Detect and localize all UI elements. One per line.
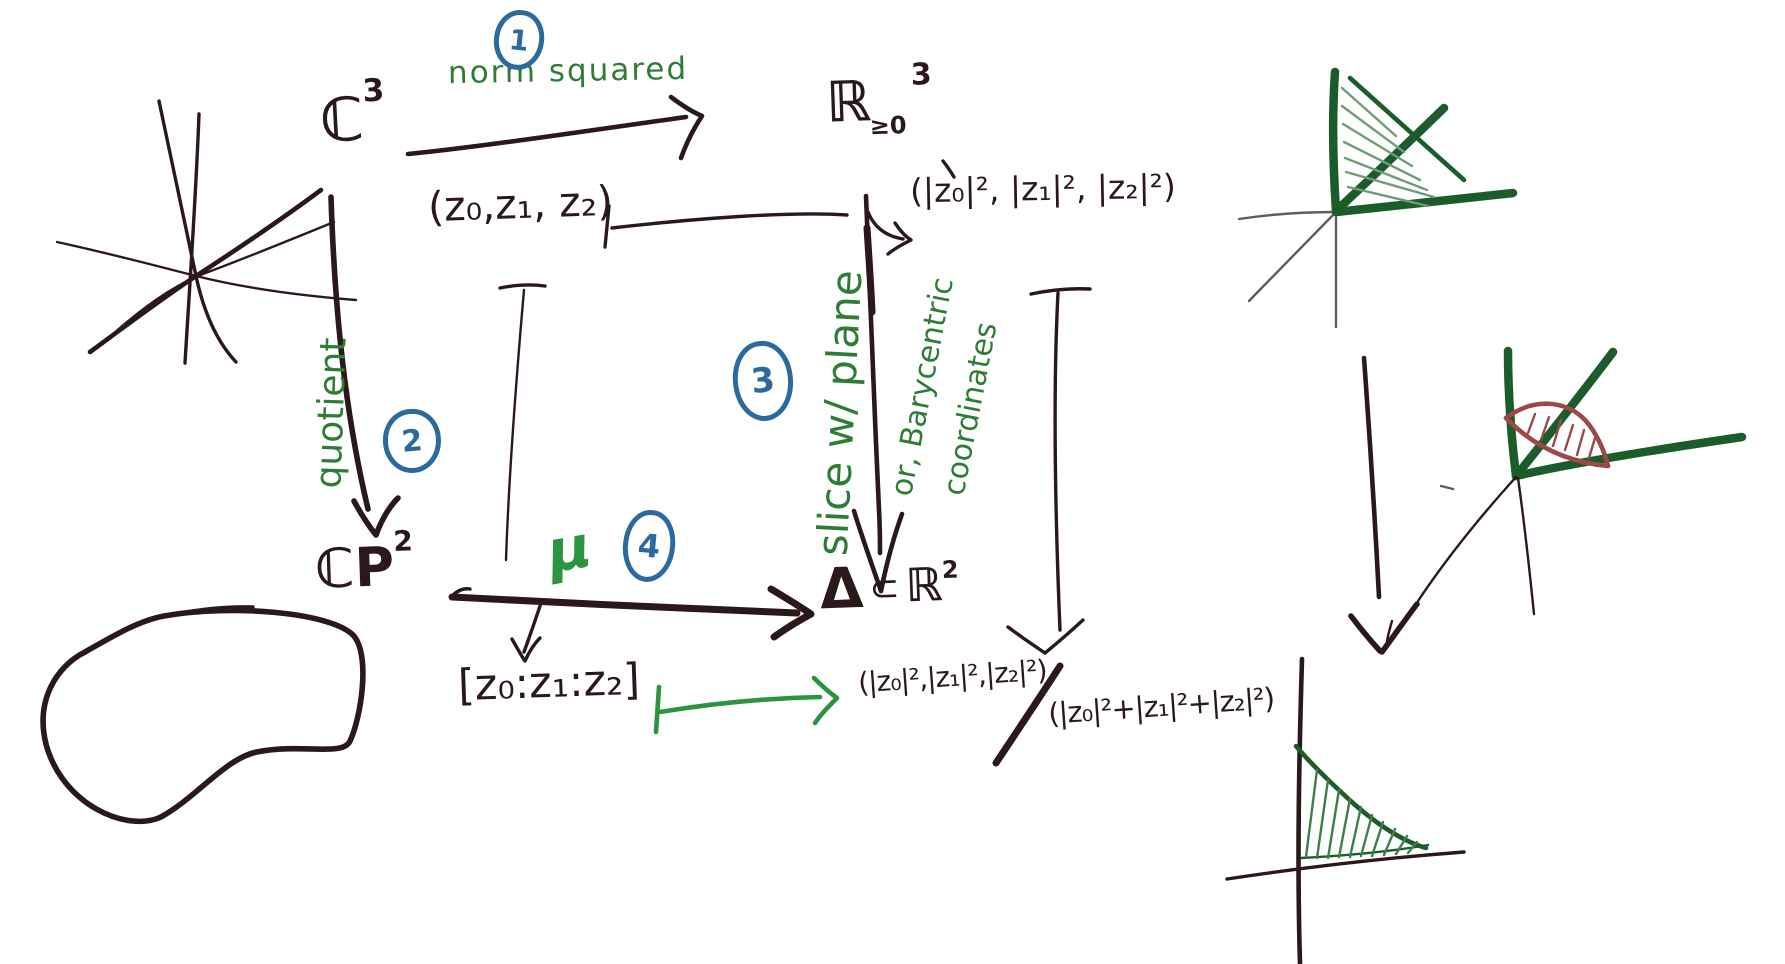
CP2-base: ℂP — [313, 534, 396, 601]
fraction-slash — [992, 662, 1064, 767]
stray-tick — [941, 159, 956, 179]
C3-exponent: 3 — [361, 72, 386, 110]
C3-base: ℂ — [318, 84, 366, 157]
arrow-slice — [851, 193, 905, 594]
node-CP2: ℂP2 — [314, 524, 415, 601]
arrow-big-down — [1348, 355, 1420, 655]
R3-base: ℝ — [824, 69, 872, 136]
arrow-tuple-mapsto — [603, 204, 913, 256]
R2-base: ℝ — [904, 557, 944, 613]
sketch-simplex — [1225, 656, 1466, 964]
arrow-quotient — [328, 194, 401, 538]
node-delta-in-R2: Δ⊂ℝ2 — [818, 555, 960, 623]
sketch-octant-cone — [1237, 67, 1518, 329]
R2-exponent: 2 — [941, 555, 959, 585]
sketch-blob — [40, 605, 366, 825]
subset-symbol: ⊂ — [868, 567, 901, 610]
arrow-norm-squared — [405, 94, 705, 161]
arrow-green-mapsto — [653, 675, 840, 735]
CP2-exponent: 2 — [392, 523, 414, 558]
node-C3: ℂ3 — [318, 72, 387, 156]
badge-4-number: 4 — [636, 526, 662, 566]
delta-symbol: Δ — [818, 555, 865, 623]
sketch-lines-through-origin — [55, 99, 358, 365]
arrow-left-mapsto — [498, 283, 547, 663]
badge-3-number: 3 — [749, 359, 777, 403]
badge-1-number: 1 — [507, 22, 531, 58]
tuple-z-expression: (z₀,z₁, z₂) — [427, 176, 614, 232]
arrow-right-mapsto — [1006, 287, 1092, 655]
node-R3-nonneg: ℝ≥03 — [825, 57, 932, 140]
quotient-label: quotient — [308, 336, 355, 490]
badge-2-number: 2 — [400, 422, 424, 460]
projective-point-expression: [z₀:z₁:z₂] — [457, 654, 641, 712]
tuple-norms-expression: (|z₀|², |z₁|², |z₂|²) — [909, 166, 1177, 211]
norm-squared-label: norm squared — [447, 50, 689, 92]
arrow-moment-map — [448, 585, 815, 641]
sketch-cone-slice — [1416, 346, 1747, 616]
R3-subscript: ≥0 — [869, 111, 907, 141]
R3-exponent: 3 — [910, 57, 933, 93]
